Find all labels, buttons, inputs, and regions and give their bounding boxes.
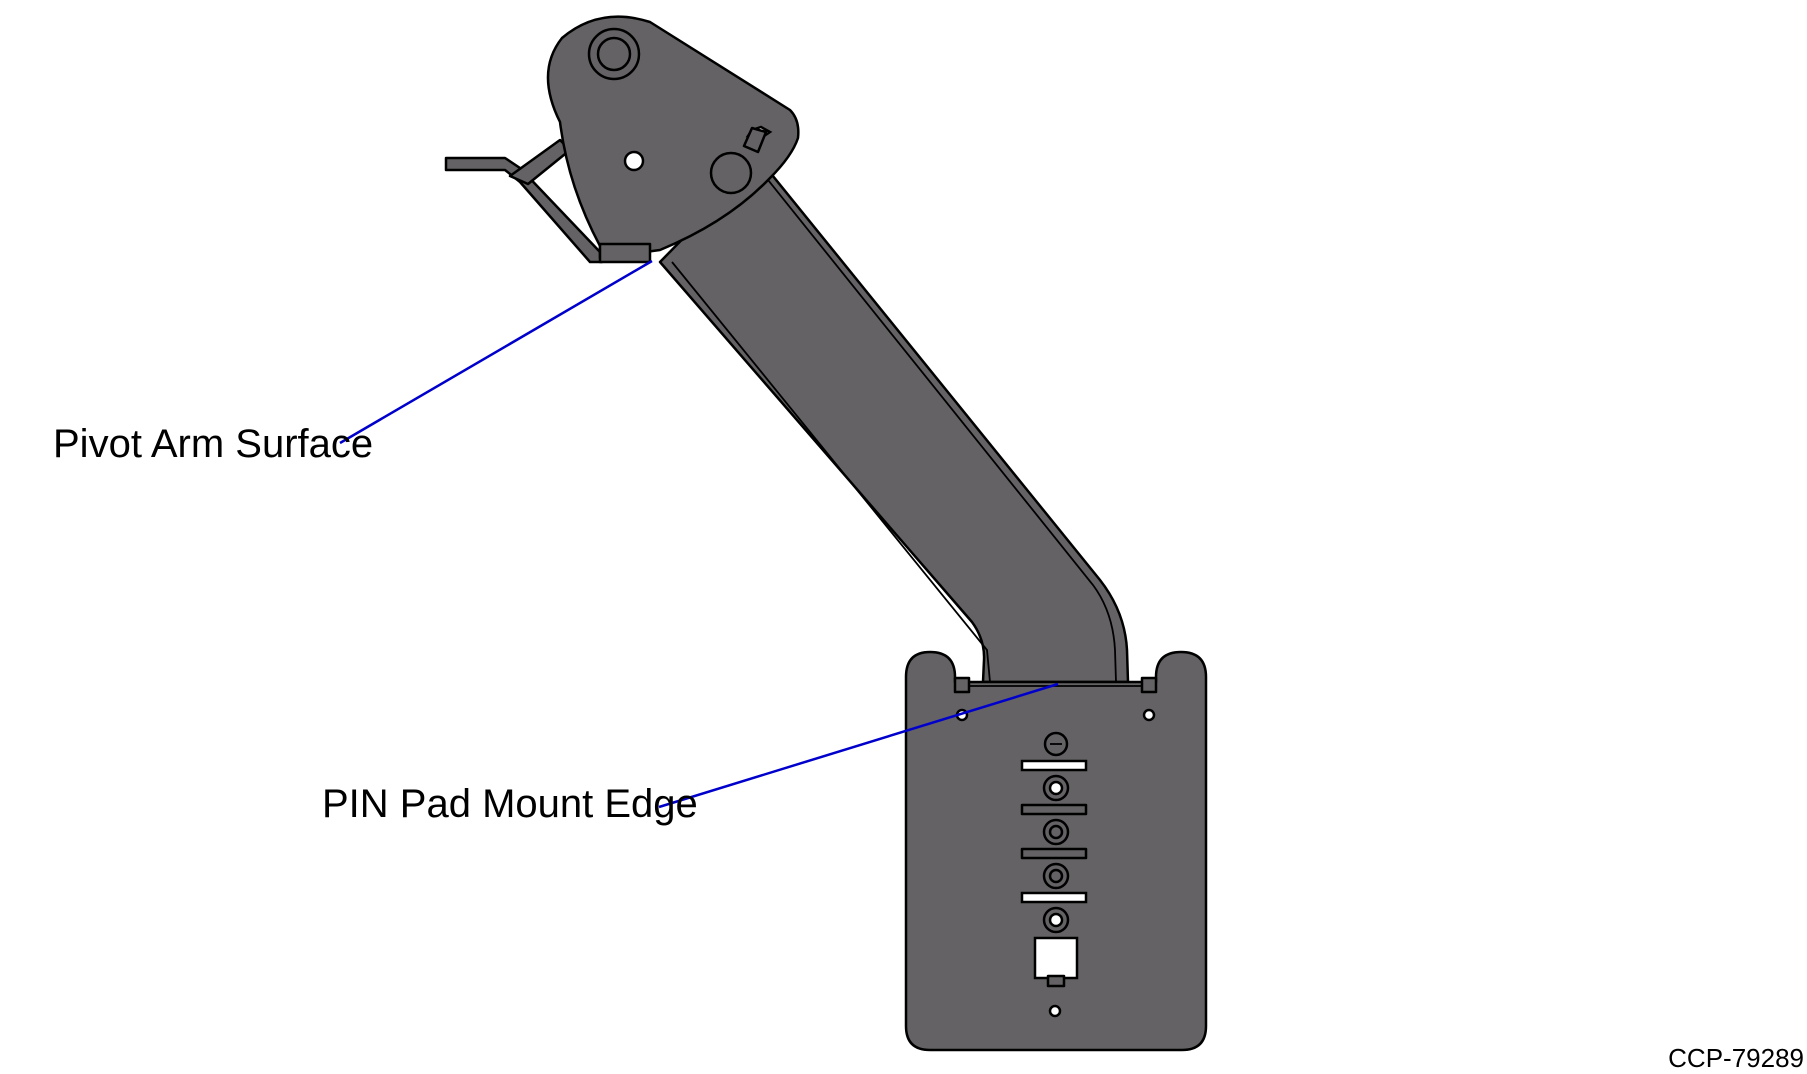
mount-slot-2 (1020, 803, 1088, 816)
bracket-fold (508, 138, 572, 186)
arm-inner-edge-left (671, 261, 991, 683)
screw-hole-bottom (1048, 1004, 1062, 1018)
mount-slot-3 (1020, 847, 1088, 860)
callout-label-pin-pad-mount-edge: PIN Pad Mount Edge (322, 782, 698, 826)
pivot-arm-assembly (444, 15, 1208, 1052)
pivot-hole (623, 150, 645, 172)
callout-label-pivot-arm-surface: Pivot Arm Surface (53, 422, 373, 466)
pivot-knob-inner (596, 36, 632, 72)
screw-boss-2-hole (1048, 780, 1064, 796)
figure-reference-id: CCP-79289 (1668, 1043, 1804, 1073)
screw-hole-top-right (1142, 708, 1156, 722)
cable-port (1033, 936, 1079, 980)
leader-line-pin-pad-mount-edge (658, 682, 1059, 809)
adjustment-knob (709, 151, 753, 195)
mount-clip-right (1140, 676, 1158, 694)
screw-boss-3-hole (1048, 824, 1064, 840)
screw-boss-4-hole (1048, 868, 1064, 884)
adjustment-slot-channel (742, 126, 768, 154)
screw-boss-5-hole (1048, 912, 1064, 928)
arm-inner-edge-right (759, 169, 1117, 683)
arm-body (658, 158, 1130, 684)
mount-slot-4 (1020, 891, 1088, 904)
mount-clip-left (953, 676, 971, 694)
mount-slot-1 (1020, 759, 1088, 772)
cable-port-tab (1046, 974, 1066, 988)
leader-line-pivot-arm-surface (339, 259, 653, 445)
pivot-head-lower-lip (598, 242, 652, 264)
